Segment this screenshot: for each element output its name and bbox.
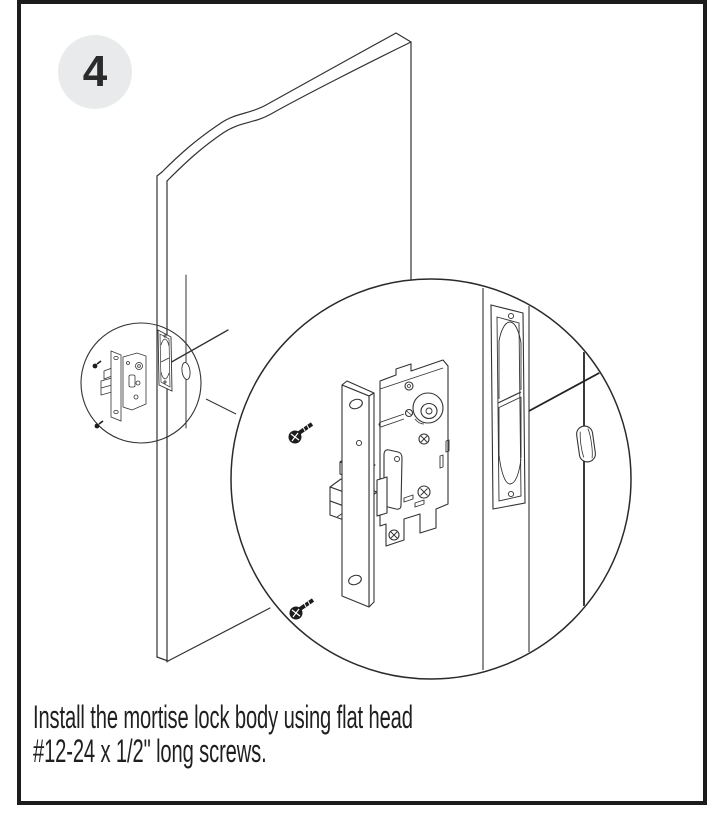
mortise-lock-body <box>330 360 449 607</box>
instruction-caption: Install the mortise lock body using flat… <box>33 700 413 768</box>
door-face-bore-hole <box>181 362 191 380</box>
magnified-bore-hole <box>576 425 597 463</box>
page-border-frame <box>17 0 707 805</box>
mini-screw-icon <box>92 361 103 429</box>
callout-connector-line <box>206 399 236 414</box>
magnified-centerline <box>529 372 601 411</box>
detail-callout-circle <box>81 323 236 443</box>
step-number-badge: 4 <box>58 35 132 109</box>
step-number: 4 <box>82 47 108 96</box>
flat-head-screw-icon <box>289 600 314 620</box>
door-mortise-pocket <box>158 330 172 391</box>
mini-mortise-lock <box>92 351 146 429</box>
door-drawing <box>157 33 411 662</box>
caption-line-1: Install the mortise lock body using flat… <box>33 699 413 735</box>
case-screw-icon <box>389 434 430 540</box>
caption-line-2: #12-24 x 1/2" long screws. <box>33 733 267 769</box>
flat-head-screw-icon <box>288 424 313 444</box>
magnified-door-edge <box>483 288 601 670</box>
